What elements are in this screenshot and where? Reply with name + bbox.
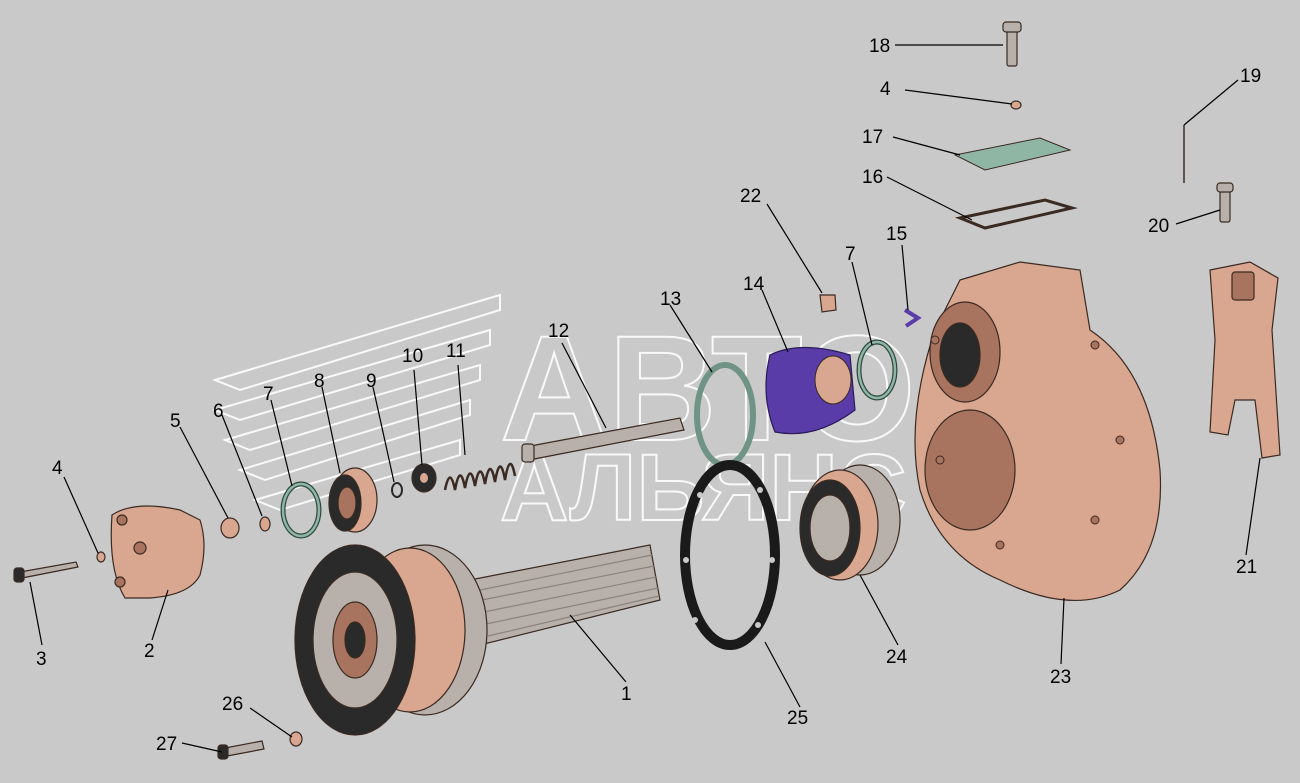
part-3-bolt <box>13 561 79 583</box>
callout-23: 23 <box>1050 667 1071 688</box>
callout-labels: 1 2 3 4 4 5 6 7 7 8 9 10 11 12 13 14 15 … <box>36 36 1261 755</box>
part-25-gasket <box>680 460 780 650</box>
part-14-cap <box>765 346 856 435</box>
part-8-piston <box>328 467 378 533</box>
callout-10: 10 <box>402 346 423 367</box>
callout-5: 5 <box>170 411 181 432</box>
callout-24: 24 <box>886 647 908 668</box>
callout-2: 2 <box>144 641 155 662</box>
part-10-washer <box>411 463 437 493</box>
callout-20: 20 <box>1148 216 1169 237</box>
part-24-coupling <box>799 464 901 581</box>
part-1-output-shaft <box>294 544 661 736</box>
part-6-washer <box>259 516 271 532</box>
callout-7-left: 7 <box>263 384 274 405</box>
part-4-washer-left <box>96 551 106 563</box>
part-16-gasket-top <box>954 198 1078 230</box>
callout-13: 13 <box>660 289 681 310</box>
callout-26: 26 <box>222 694 243 715</box>
callout-12: 12 <box>548 321 569 342</box>
callout-15: 15 <box>886 224 907 245</box>
callout-4-left: 4 <box>52 458 63 479</box>
callout-7-right: 7 <box>845 244 856 265</box>
part-5-nut <box>220 517 240 539</box>
callout-14: 14 <box>743 274 765 295</box>
part-22-fitting <box>819 294 837 313</box>
leader-lines <box>29 44 1261 753</box>
part-23-housing <box>914 261 1162 602</box>
callout-3: 3 <box>36 649 47 670</box>
part-4-washer-top <box>1010 100 1022 110</box>
callout-22: 22 <box>740 186 761 207</box>
part-20-bolt <box>1216 182 1234 223</box>
part-7-oring-left-highlight <box>281 482 321 538</box>
callout-8: 8 <box>314 371 325 392</box>
callout-11: 11 <box>446 341 466 362</box>
callout-6: 6 <box>213 401 224 422</box>
part-17-cover-plate <box>953 137 1072 171</box>
callout-1: 1 <box>621 684 632 705</box>
part-9-ring <box>391 482 403 498</box>
part-18-bolt <box>1002 21 1022 67</box>
callout-25: 25 <box>787 708 808 729</box>
callout-17: 17 <box>862 127 883 148</box>
part-2-cover <box>110 505 205 599</box>
part-27-bolt <box>217 740 265 760</box>
callout-4-top: 4 <box>880 79 891 100</box>
part-21-fork <box>1209 261 1281 459</box>
part-12-shaft <box>521 417 685 463</box>
part-7-oring-right-highlight <box>857 340 897 400</box>
callout-19: 19 <box>1240 66 1261 87</box>
callout-21: 21 <box>1236 557 1257 578</box>
callout-9: 9 <box>366 371 377 392</box>
callout-18: 18 <box>869 36 890 57</box>
callout-16: 16 <box>862 167 883 188</box>
part-15-clip <box>903 308 922 328</box>
part-26-washer <box>289 731 303 747</box>
callout-27: 27 <box>156 734 177 755</box>
part-11-spring <box>443 462 517 491</box>
